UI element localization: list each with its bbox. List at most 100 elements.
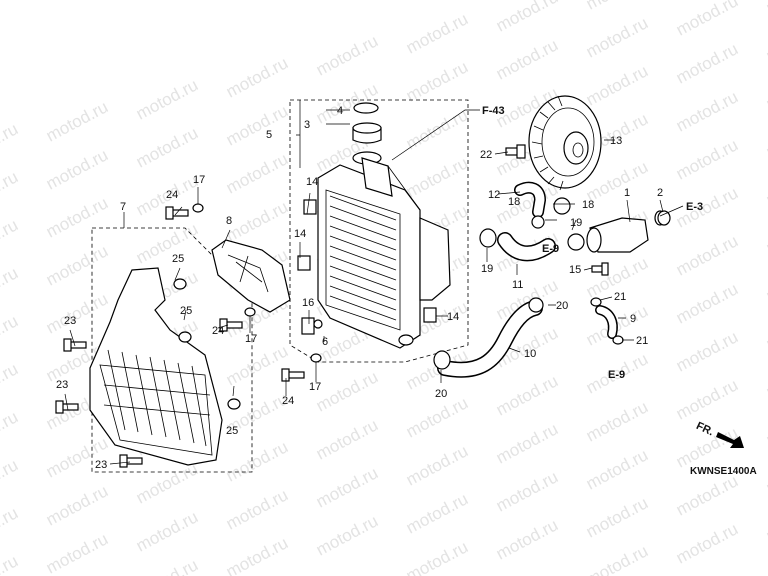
watermark-text: motod.ru xyxy=(403,9,471,57)
watermark-text: motod.ru xyxy=(763,353,768,401)
watermark-text: motod.ru xyxy=(673,87,741,135)
watermark-text: motod.ru xyxy=(43,481,111,529)
watermark-text: motod.ru xyxy=(583,493,651,541)
watermark-text: motod.ru xyxy=(0,263,21,311)
callout-13: 13 xyxy=(610,135,622,147)
watermark-text: motod.ru xyxy=(223,437,291,485)
radiator-shroud-part xyxy=(89,267,223,466)
watermark-text: motod.ru xyxy=(763,113,768,161)
watermark-text: motod.ru xyxy=(493,371,561,419)
watermark-text: motod.ru xyxy=(133,123,201,171)
bolt-part xyxy=(505,144,526,159)
ref-e9-lower: E-9 xyxy=(608,369,625,381)
callout-5: 5 xyxy=(266,129,272,141)
watermark-text: motod.ru xyxy=(0,455,21,503)
bracket-part xyxy=(211,239,291,313)
watermark-text: motod.ru xyxy=(43,241,111,289)
hose-11-part xyxy=(497,232,556,262)
watermark-text: motod.ru xyxy=(43,193,111,241)
callout-12: 12 xyxy=(488,189,500,201)
callout-7: 7 xyxy=(120,201,126,213)
watermark-text: motod.ru xyxy=(0,551,21,576)
watermark-text: motod.ru xyxy=(223,197,291,245)
watermark-text: motod.ru xyxy=(673,327,741,375)
callout-20b: 20 xyxy=(435,388,447,400)
watermark-text: motod.ru xyxy=(583,0,651,14)
watermark-text: motod.ru xyxy=(583,13,651,61)
callout-14c: 14 xyxy=(447,311,459,323)
callout-6: 6 xyxy=(322,336,328,348)
shroud-assembly-box xyxy=(91,227,253,473)
watermark-text: motod.ru xyxy=(493,0,561,36)
watermark-text: motod.ru xyxy=(763,0,768,18)
watermark-text: motod.ru xyxy=(673,519,741,567)
watermark-text: motod.ru xyxy=(583,541,651,576)
watermark-text: motod.ru xyxy=(133,75,201,123)
hose-9-part xyxy=(595,305,618,339)
callout-18a: 18 xyxy=(582,199,594,211)
callout-20a: 20 xyxy=(556,300,568,312)
watermark-text: motod.ru xyxy=(493,467,561,515)
watermark-text: motod.ru xyxy=(133,555,201,576)
watermark-text: motod.ru xyxy=(133,219,201,267)
callout-3: 3 xyxy=(304,119,310,131)
watermark-text: motod.ru xyxy=(763,449,768,497)
callout-11: 11 xyxy=(512,279,523,291)
hose-10-part xyxy=(437,300,543,378)
callout-24b: 24 xyxy=(212,325,224,337)
ref-e9-upper: E-9 xyxy=(542,243,559,255)
watermark-text: motod.ru xyxy=(583,397,651,445)
callout-24a: 24 xyxy=(166,189,178,201)
callout-18b: 18 xyxy=(508,196,520,208)
callout-1: 1 xyxy=(624,187,630,199)
watermark-text: motod.ru xyxy=(43,433,111,481)
diagram-code: KWNSE1400A xyxy=(690,466,757,477)
callout-21b: 21 xyxy=(636,335,648,347)
watermark-text: motod.ru xyxy=(673,135,741,183)
watermark-text: motod.ru xyxy=(403,393,471,441)
watermark-text: motod.ru xyxy=(763,497,768,545)
callout-15: 15 xyxy=(569,264,581,276)
radiator-assembly-box xyxy=(289,99,469,363)
watermark-text: motod.ru xyxy=(673,0,741,40)
watermark-text: motod.ru xyxy=(313,463,381,511)
callout-23c: 23 xyxy=(95,459,107,471)
watermark-text: motod.ru xyxy=(763,545,768,576)
callout-19a: 19 xyxy=(570,217,582,229)
watermark-text: motod.ru xyxy=(763,65,768,113)
watermark-text: motod.ru xyxy=(313,511,381,559)
watermark-text: motod.ru xyxy=(763,305,768,353)
watermark-text: motod.ru xyxy=(0,503,21,551)
watermark-text: motod.ru xyxy=(0,311,21,359)
watermark-text: motod.ru xyxy=(673,39,741,87)
watermark-text: motod.ru xyxy=(223,101,291,149)
watermark-text: motod.ru xyxy=(493,515,561,563)
watermark-text: motod.ru xyxy=(763,161,768,209)
callout-10: 10 xyxy=(524,348,536,360)
watermark-text: motod.ru xyxy=(403,489,471,537)
watermark-text: motod.ru xyxy=(223,485,291,533)
callout-9: 9 xyxy=(630,313,636,325)
watermark-text: motod.ru xyxy=(313,367,381,415)
ref-f43: F-43 xyxy=(482,105,505,117)
watermark-text: motod.ru xyxy=(133,459,201,507)
callout-14a: 14 xyxy=(306,176,318,188)
watermark-text: motod.ru xyxy=(403,537,471,576)
radiator-part xyxy=(317,157,451,349)
callout-21a: 21 xyxy=(614,291,626,303)
callout-17b: 17 xyxy=(245,333,257,345)
watermark-text: motod.ru xyxy=(0,359,21,407)
watermark-text: motod.ru xyxy=(763,17,768,65)
callout-16: 16 xyxy=(302,297,314,309)
watermark-text: motod.ru xyxy=(0,167,21,215)
watermark-text: motod.ru xyxy=(133,507,201,555)
watermark-text: motod.ru xyxy=(673,375,741,423)
callout-4: 4 xyxy=(337,105,343,117)
small-parts xyxy=(55,197,671,468)
watermark-text: motod.ru xyxy=(403,441,471,489)
watermark-text: motod.ru xyxy=(43,97,111,145)
callout-22: 22 xyxy=(480,149,492,161)
callout-25b: 25 xyxy=(180,305,192,317)
callout-19b: 19 xyxy=(481,263,493,275)
